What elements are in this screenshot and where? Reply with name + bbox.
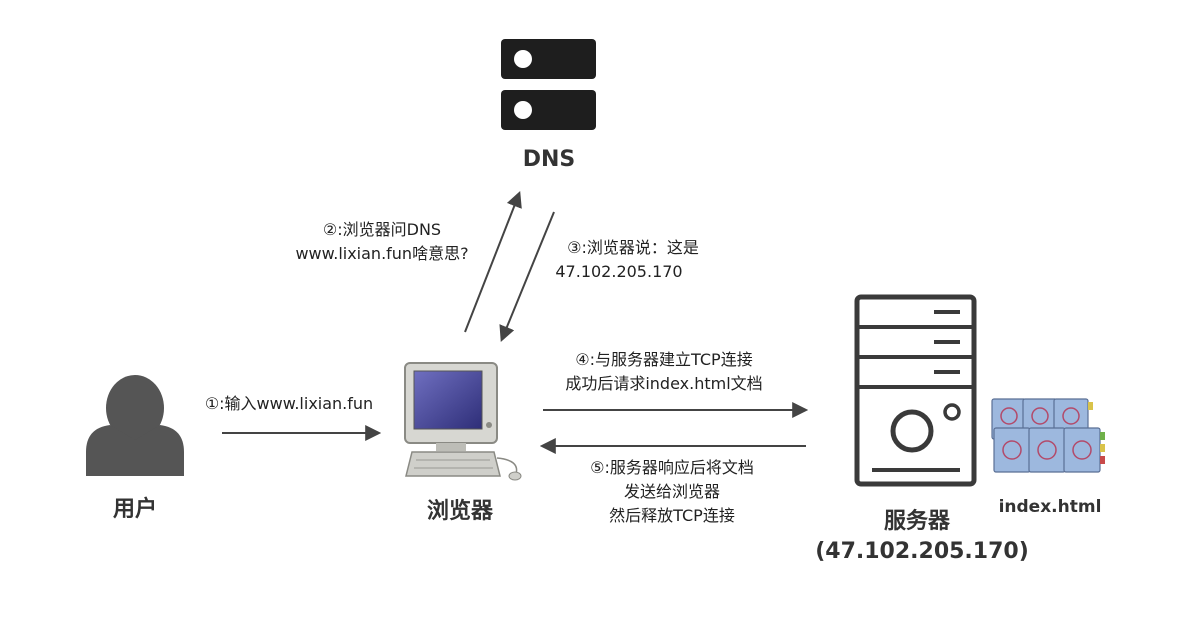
dns-label: DNS <box>522 147 576 172</box>
step-4-label-line-1: ④:与服务器建立TCP连接 <box>575 350 753 369</box>
step-5-label-line-2: 发送给浏览器 <box>623 482 720 501</box>
user-label: 用户 <box>112 497 157 522</box>
documents-icon <box>991 398 1105 473</box>
server-tower-icon <box>854 294 977 487</box>
arrow-dns-to-browser <box>499 211 555 342</box>
file-label: index.html <box>998 497 1102 517</box>
dns-server-icon <box>501 39 596 130</box>
step-3-label-line-1: ③:浏览器说：这是 <box>567 238 699 257</box>
server-label: 服务器 <box>883 509 950 534</box>
arrows <box>222 191 809 454</box>
browser-label: 浏览器 <box>426 499 493 524</box>
step-1-label: ①:输入www.lixian.fun <box>204 394 374 413</box>
step-5-label-line-3: 然后释放TCP连接 <box>609 506 735 525</box>
user-icon <box>86 375 184 476</box>
step-5-label-line-1: ⑤:服务器响应后将文档 <box>590 458 754 477</box>
step-4-label-line-2: 成功后请求index.html文档 <box>565 374 763 393</box>
step-2-label-line-1: ②:浏览器问DNS <box>322 220 442 239</box>
arrow-browser-to-dns <box>464 191 522 333</box>
computer-icon <box>404 362 522 481</box>
step-2-label-line-2: www.lixian.fun啥意思? <box>295 244 469 263</box>
server-ip-label: (47.102.205.170) <box>815 539 1029 564</box>
step-3-label-line-2: 47.102.205.170 <box>555 262 683 281</box>
